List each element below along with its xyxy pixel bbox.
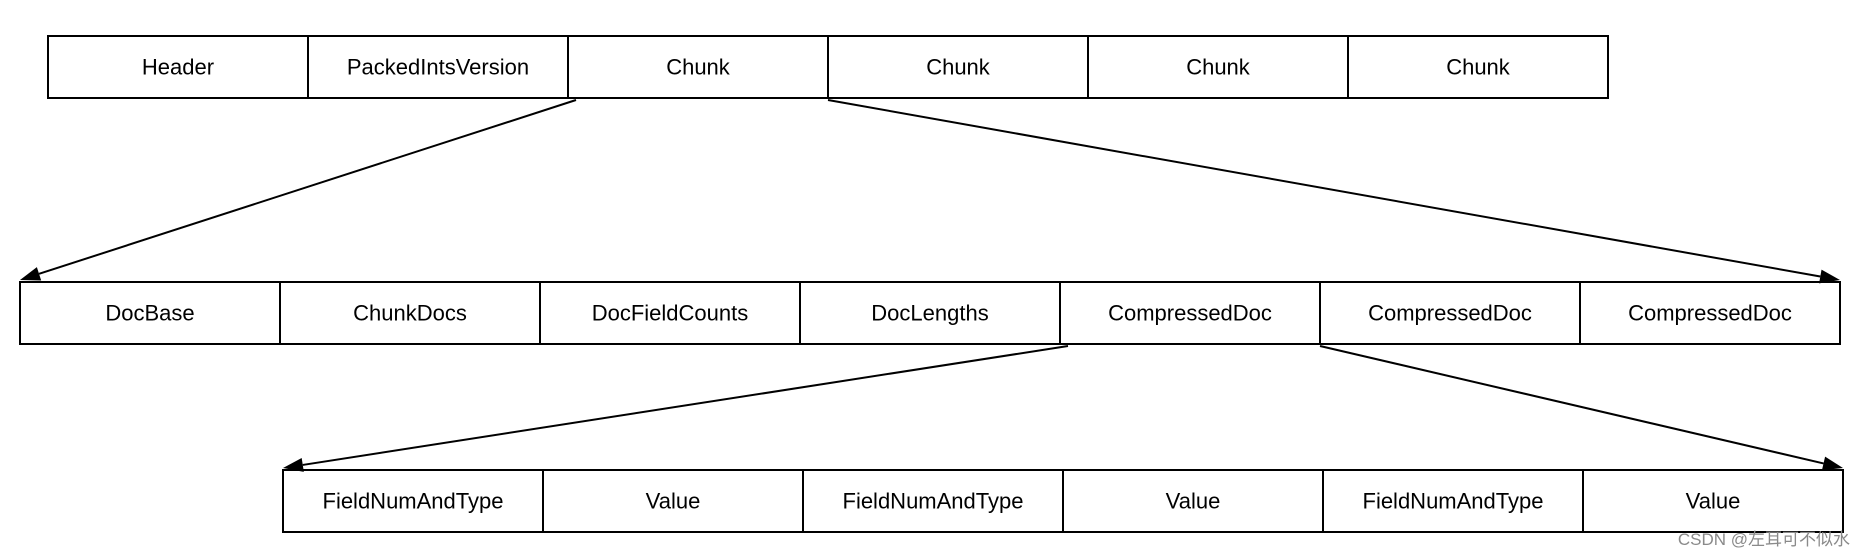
arrowhead-icon [1821, 456, 1843, 471]
box-outline [307, 35, 569, 99]
box-outline [1579, 281, 1841, 345]
arrow-line [38, 99, 577, 275]
bottom-box-field-num-and-type: FieldNumAndType [1322, 469, 1584, 533]
row-top: Header PackedIntsVersion Chunk Chunk Chunk Ch… [47, 35, 1609, 99]
top-box-chunk: Chunk [827, 35, 1089, 99]
box-label: Chunk [1446, 55, 1511, 80]
box-outline [1347, 35, 1609, 99]
arrow-line [302, 345, 1069, 466]
box-label: CompressedDoc [1628, 301, 1792, 326]
expansion-0-left-arrow [20, 99, 577, 281]
middle-box-doc-lengths: DocLengths [799, 281, 1061, 345]
expansion-1-left-arrow [283, 345, 1069, 472]
box-outline [1319, 281, 1581, 345]
box-outline [47, 35, 309, 99]
middle-box-compressed-doc: CompressedDoc [1319, 281, 1581, 345]
box-outline [279, 281, 541, 345]
arrow-line [827, 99, 1821, 278]
row-middle: DocBase ChunkDocs DocFieldCounts DocLengths… [19, 281, 1841, 345]
box-outline [282, 469, 544, 533]
expansion-1-right-arrow [1319, 345, 1843, 471]
box-outline [1582, 469, 1844, 533]
arrowhead-icon [20, 267, 42, 281]
arrowhead-icon [283, 458, 304, 472]
top-box-chunk: Chunk [1087, 35, 1349, 99]
middle-box-chunk-docs: ChunkDocs [279, 281, 541, 345]
box-outline [567, 35, 829, 99]
box-label: ChunkDocs [353, 301, 467, 326]
watermark: CSDN @左耳可不似水 [1677, 530, 1850, 549]
box-label: FieldNumAndType [843, 489, 1024, 514]
box-outline [802, 469, 1064, 533]
arrowhead-icon [1819, 269, 1840, 284]
box-outline [1322, 469, 1584, 533]
box-label: Chunk [926, 55, 991, 80]
box-outline [19, 281, 281, 345]
box-outline [1087, 35, 1349, 99]
bottom-box-value: Value [1062, 469, 1324, 533]
top-box-header: Header [47, 35, 309, 99]
box-label: Value [646, 489, 701, 514]
bottom-box-field-num-and-type: FieldNumAndType [282, 469, 544, 533]
box-label: DocLengths [871, 301, 988, 326]
box-label: FieldNumAndType [323, 489, 504, 514]
top-box-chunk: Chunk [1347, 35, 1609, 99]
middle-box-compressed-doc: CompressedDoc [1579, 281, 1841, 345]
box-label: Value [1686, 489, 1741, 514]
box-label: CompressedDoc [1368, 301, 1532, 326]
box-label: DocFieldCounts [592, 301, 749, 326]
box-outline [539, 281, 801, 345]
arrow-line [1319, 345, 1824, 465]
expansion-0-right-arrow [827, 99, 1840, 284]
box-outline [1062, 469, 1324, 533]
bottom-box-field-num-and-type: FieldNumAndType [802, 469, 1064, 533]
bottom-box-value: Value [1582, 469, 1844, 533]
box-label: PackedIntsVersion [347, 55, 529, 80]
expansion-arrows [20, 99, 1843, 472]
box-label: DocBase [105, 301, 194, 326]
box-label: FieldNumAndType [1363, 489, 1544, 514]
middle-box-compressed-doc: CompressedDoc [1059, 281, 1321, 345]
top-box-chunk: Chunk [567, 35, 829, 99]
box-label: Value [1166, 489, 1221, 514]
middle-box-doc-field-counts: DocFieldCounts [539, 281, 801, 345]
row-bottom: FieldNumAndType Value FieldNumAndType Value… [282, 469, 1844, 533]
top-box-packed-ints-version: PackedIntsVersion [307, 35, 569, 99]
box-outline [799, 281, 1061, 345]
box-label: Chunk [1186, 55, 1251, 80]
box-label: Chunk [666, 55, 731, 80]
box-label: Header [142, 55, 214, 80]
middle-box-doc-base: DocBase [19, 281, 281, 345]
box-label: CompressedDoc [1108, 301, 1272, 326]
bottom-box-value: Value [542, 469, 804, 533]
